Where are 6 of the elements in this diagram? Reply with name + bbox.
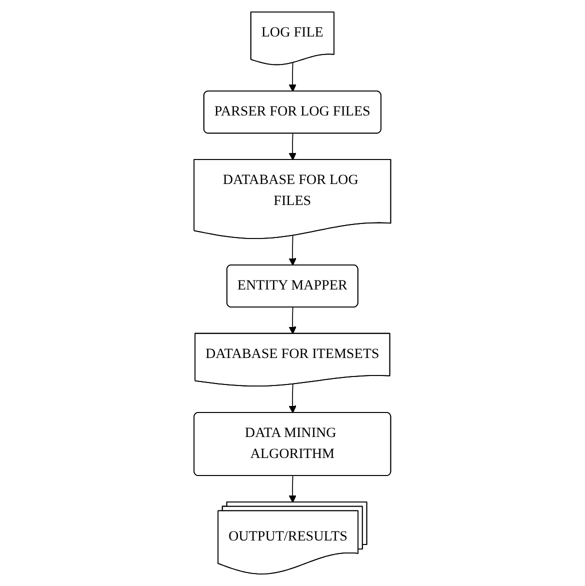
arrow: [288, 62, 297, 92]
arrow: [288, 235, 297, 266]
arrow: [288, 133, 297, 160]
arrow: [288, 307, 297, 334]
arrow: [288, 476, 297, 503]
arrow: [288, 384, 297, 414]
